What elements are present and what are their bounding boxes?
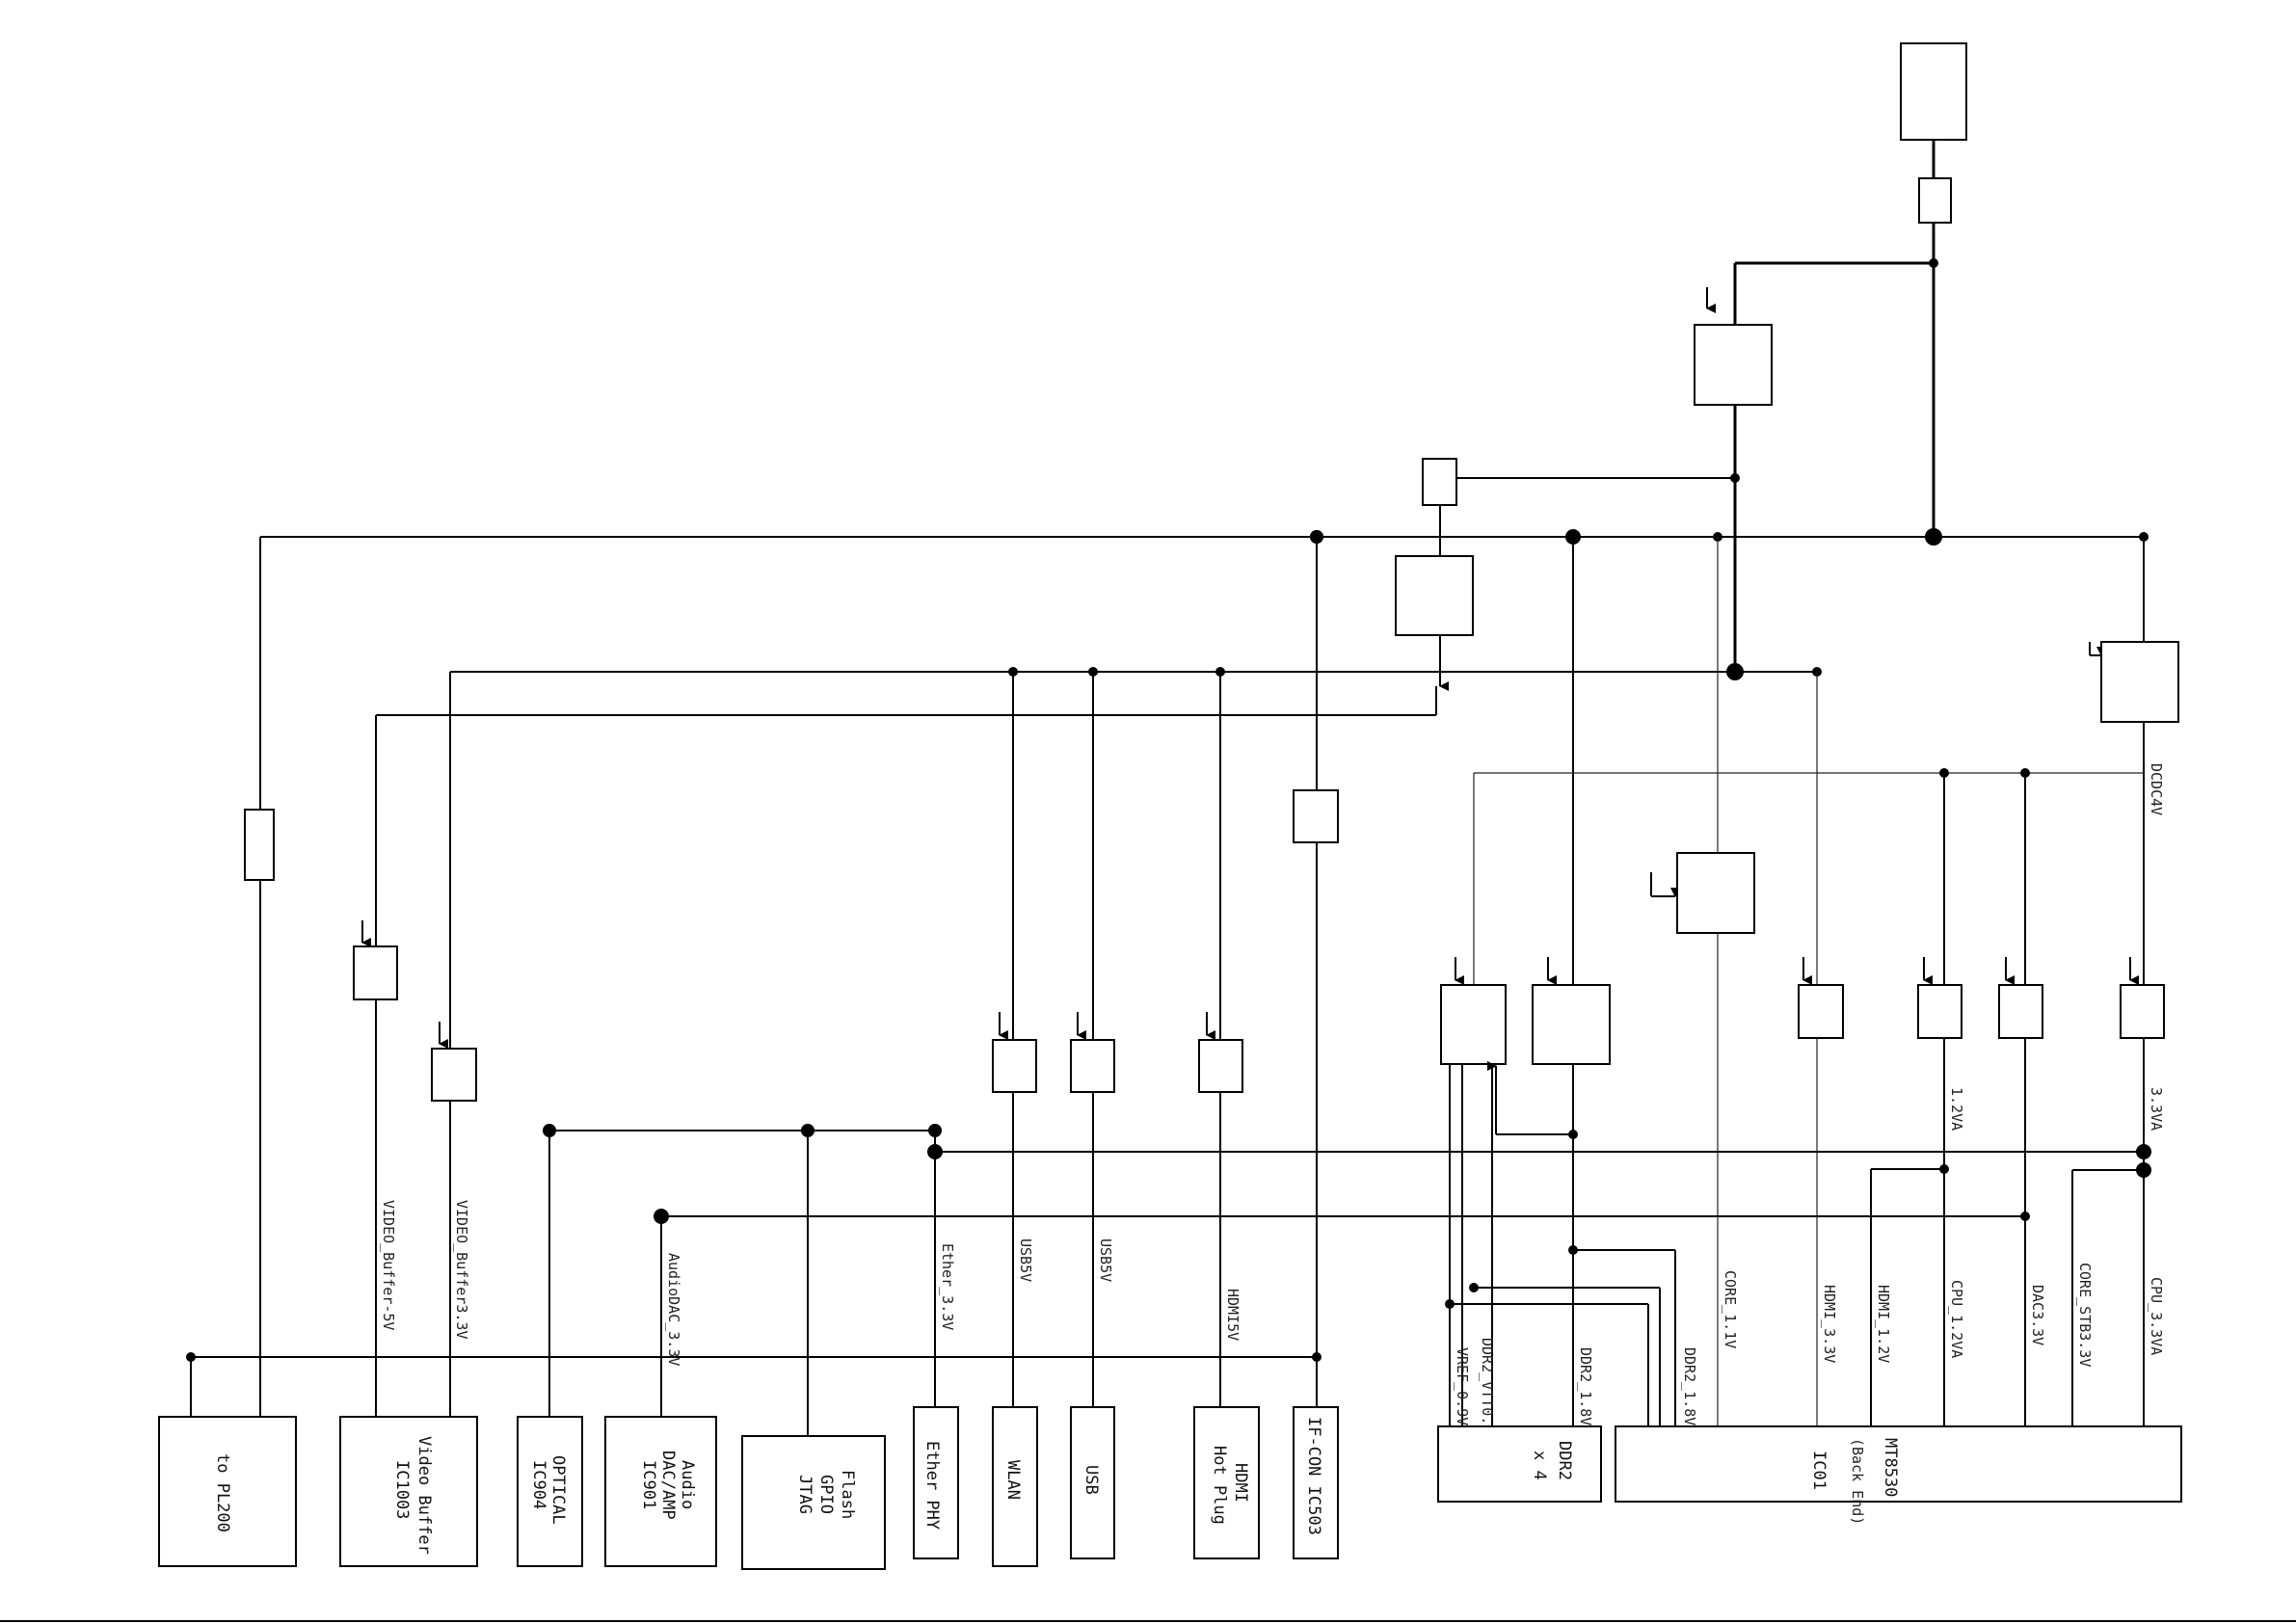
small-regulator xyxy=(1422,458,1457,506)
dcdc4v-regulator xyxy=(2100,641,2179,723)
hdmi-regulator xyxy=(1198,1039,1243,1093)
net-label-hdmi-33: HDMI_3.3V xyxy=(1821,1285,1838,1363)
video-33v-regulator xyxy=(431,1048,477,1102)
block-mt8530-label: MT8530 xyxy=(1881,1438,1900,1497)
net-label-33va: 3.3VA xyxy=(2148,1087,2165,1131)
dac33-regulator xyxy=(1998,984,2043,1039)
pl200-fuse xyxy=(244,809,275,881)
net-labels: VIDEO_Buffer-5V VIDEO_Buffer3.3V AudioDA… xyxy=(380,763,2165,1442)
block-flash-gpio: GPIO xyxy=(816,1475,836,1514)
core-regulator xyxy=(1676,852,1755,934)
usb-regulator xyxy=(1070,1039,1115,1093)
ddr2-regulator xyxy=(1532,984,1611,1065)
block-video-buffer xyxy=(339,1416,478,1567)
block-hdmi-label: HDMI xyxy=(1231,1463,1250,1503)
ifcon-regulator xyxy=(1293,789,1339,843)
block-ddr2 xyxy=(1437,1425,1602,1503)
net-label-video-5v: VIDEO_Buffer-5V xyxy=(380,1200,397,1330)
net-label-dcdc4v: DCDC4V xyxy=(2148,763,2165,815)
net-label-ddr2-vtt: DDR2_VTT0.9V xyxy=(1479,1338,1496,1442)
net-label-cpu-12va: CPU_1.2VA xyxy=(1948,1280,1965,1358)
bottom-blocks: to PL200 Video Buffer IC1003 OPTICAL IC9… xyxy=(158,1406,2182,1570)
block-mt8530-backend: (Back End) xyxy=(1849,1438,1866,1525)
block-audio-dac: DAC/AMP xyxy=(658,1451,678,1520)
vref-regulator xyxy=(1440,984,1507,1065)
block-usb-label: USB xyxy=(1081,1465,1101,1495)
net-label-core-stb: CORE_STB3.3V xyxy=(2076,1263,2094,1367)
block-optical xyxy=(517,1416,583,1567)
block-video-buffer-label: Video Buffer xyxy=(414,1436,434,1555)
net-label-ether: Ether_3.3V xyxy=(939,1243,956,1330)
input-fuse xyxy=(1918,177,1952,224)
block-flash-label: Flash xyxy=(838,1470,857,1519)
block-ether-phy xyxy=(913,1406,959,1559)
net-label-12va: 1.2VA xyxy=(1948,1087,1965,1131)
peripheral-regulators xyxy=(992,672,1243,1407)
input-section xyxy=(1422,42,1967,672)
block-usb xyxy=(1070,1406,1115,1559)
block-pl200 xyxy=(158,1416,297,1567)
secondary-regulator xyxy=(1395,555,1474,636)
block-ifcon-label: IF-CON IC503 xyxy=(1304,1417,1323,1535)
main-regulator xyxy=(1694,324,1773,406)
block-audio-ic: IC901 xyxy=(639,1460,658,1509)
block-video-buffer-ic: IC1003 xyxy=(392,1460,412,1519)
net-label-vref: VREF_0.9V xyxy=(1454,1347,1471,1425)
block-ifcon xyxy=(1293,1406,1339,1559)
net-label-core: CORE_1.1V xyxy=(1722,1270,1739,1348)
block-pl200-label: to PL200 xyxy=(213,1453,232,1532)
block-audio-label: Audio xyxy=(678,1460,697,1509)
net-label-usb5v-usb: USB5V xyxy=(1097,1238,1114,1282)
net-label-ddr2-18-a: DDR2_1.8V xyxy=(1577,1347,1594,1425)
ddr-wiring xyxy=(1445,1061,1676,1426)
block-ddr2-count: x 4 xyxy=(1530,1451,1549,1480)
secondary-rails xyxy=(375,505,1822,1049)
net-label-ddr2-18-b: DDR2_1.8V xyxy=(1681,1347,1698,1425)
net-label-dac33: DAC3.3V xyxy=(2029,1285,2046,1345)
right-regulators xyxy=(1440,537,2179,1426)
block-flash xyxy=(741,1435,886,1570)
net-label-video-33v: VIDEO_Buffer3.3V xyxy=(453,1200,470,1340)
net-label-usb5v-wlan: USB5V xyxy=(1017,1238,1034,1282)
block-audio xyxy=(604,1416,717,1567)
main-rail xyxy=(244,528,2149,1417)
block-ether-phy-label: Ether PHY xyxy=(922,1441,942,1530)
block-hdmi xyxy=(1193,1406,1260,1559)
net-label-audio-dac: AudioDAC_3.3V xyxy=(665,1253,682,1366)
cpu12-regulator xyxy=(1917,984,1962,1039)
cpu33-regulator xyxy=(2120,984,2165,1039)
block-wlan-label: WLAN xyxy=(1003,1460,1023,1500)
ifcon-branch xyxy=(1293,530,1339,1407)
lower-buses xyxy=(186,1124,2151,1436)
input-connector-block xyxy=(1900,42,1967,141)
video-5v-regulator xyxy=(353,945,398,1000)
block-optical-ic: IC904 xyxy=(529,1460,548,1509)
net-label-hdmi5v: HDMI5V xyxy=(1224,1289,1241,1341)
hdmi33-regulator xyxy=(1798,984,1844,1039)
block-mt8530-ic: IC01 xyxy=(1809,1451,1829,1490)
block-ddr2-label: DDR2 xyxy=(1555,1441,1574,1480)
block-optical-label: OPTICAL xyxy=(548,1455,568,1525)
block-mt8530 xyxy=(1615,1425,2182,1503)
wlan-regulator xyxy=(992,1039,1037,1093)
video-regulators xyxy=(353,920,477,1417)
net-label-hdmi-12: HDMI_1.2V xyxy=(1875,1285,1892,1363)
block-hdmi-hotplug: Hot Plug xyxy=(1210,1446,1229,1525)
block-wlan xyxy=(992,1406,1038,1567)
block-flash-jtag: JTAG xyxy=(795,1475,814,1514)
net-label-cpu-33va: CPU_3.3VA xyxy=(2148,1277,2165,1355)
